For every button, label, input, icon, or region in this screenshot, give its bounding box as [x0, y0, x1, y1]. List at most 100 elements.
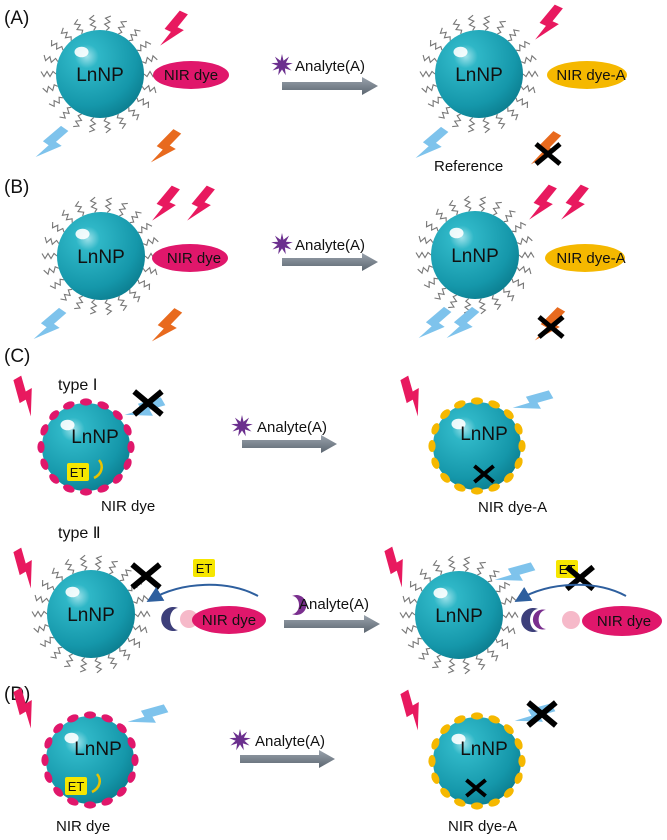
star-shape	[229, 729, 251, 751]
nanoparticle	[415, 195, 535, 315]
ligand-chain	[418, 647, 431, 660]
curved-arrow-icon	[514, 583, 627, 603]
bolt-shape	[187, 185, 215, 221]
dye-bead	[514, 738, 523, 750]
dye-bead	[84, 711, 96, 719]
ligand-chain	[64, 653, 74, 668]
ligand-chain	[60, 27, 72, 41]
ligand-chain	[447, 555, 456, 572]
analyte-star-icon	[231, 415, 253, 437]
nanoparticle	[428, 712, 526, 810]
panel-label-b: (B)	[4, 177, 29, 198]
highlight	[453, 46, 468, 58]
ligand-chain	[402, 595, 418, 605]
highlight	[60, 419, 75, 431]
ligand-chain	[128, 107, 140, 121]
ligand-chain	[137, 222, 153, 234]
dye-label: NIR dye	[597, 613, 651, 630]
panel-c-type-1: type Ⅰ LnNP ET NIR dye Analyte(A) LnNP N…	[13, 375, 554, 516]
particle-label: LnNP	[435, 606, 483, 627]
dye-bead	[431, 423, 440, 435]
ligand-chain	[74, 295, 84, 310]
dye-bead	[518, 440, 526, 452]
dye-bead	[440, 409, 451, 420]
ligand-chain	[104, 299, 113, 316]
dye-bead	[44, 737, 53, 749]
dye-bead	[53, 786, 64, 797]
ligand-chain	[438, 106, 451, 119]
dye-bead	[44, 771, 53, 783]
dye-bead	[127, 737, 136, 749]
ligand-chain	[482, 15, 491, 31]
dye-bead	[488, 400, 500, 409]
bolt-shape	[561, 184, 589, 220]
ligand-chain	[39, 636, 55, 648]
bolt-shape	[13, 375, 32, 417]
bound-analyte	[532, 609, 546, 630]
et-box	[193, 559, 215, 577]
ligand-chain	[427, 96, 443, 108]
ligand-chain	[507, 107, 519, 121]
ligand-chain	[43, 54, 59, 64]
dye-bead	[49, 473, 60, 484]
cross-mark-icon	[473, 464, 495, 484]
ligand-chain	[60, 288, 73, 301]
cross-shape	[130, 562, 162, 590]
lightning-bolt-icon	[127, 704, 169, 723]
dye-bead	[431, 772, 440, 784]
particle-label: LnNP	[74, 739, 122, 760]
bolt-shape	[400, 375, 419, 417]
ligand-chain	[43, 266, 60, 276]
ligand-chain	[415, 251, 432, 259]
dye-bead	[471, 802, 483, 810]
lightning-bolt-icon	[33, 307, 67, 339]
dye-bead	[67, 797, 79, 806]
ligand-chain	[31, 610, 48, 618]
dye-bead	[127, 771, 136, 783]
highlight	[74, 46, 89, 58]
curved-arrow-icon	[91, 773, 101, 794]
highlight	[433, 587, 448, 599]
bolt-shape	[535, 4, 563, 40]
ligand-chain	[518, 251, 535, 259]
particle-label: LnNP	[71, 427, 119, 448]
dye-bead	[67, 714, 79, 723]
dye-bead	[431, 738, 440, 750]
dye-bead	[131, 754, 139, 766]
dye-bead	[471, 712, 483, 720]
lightning-bolt-icon	[384, 546, 403, 588]
lightning-bolt-icon	[561, 184, 589, 220]
curved-arrow-icon	[146, 583, 259, 603]
dye-bead	[116, 723, 127, 734]
dye-bead	[440, 472, 451, 483]
ligand-chain	[103, 117, 112, 134]
dye-bead	[49, 410, 60, 421]
cross-mark-icon	[132, 389, 164, 417]
et-label: ET	[196, 561, 213, 576]
ligand-chain	[73, 18, 84, 35]
ligand-chain	[119, 647, 131, 661]
reaction-arrow	[282, 253, 378, 271]
ligand-chain	[452, 113, 462, 128]
lightning-bolt-icon	[418, 306, 452, 338]
dye-bead	[454, 798, 466, 807]
nanoparticle	[37, 398, 135, 496]
dye-bead	[488, 715, 500, 724]
lightning-bolt-icon	[530, 131, 562, 165]
ligand-chain	[422, 54, 438, 64]
star-shape	[231, 415, 253, 437]
ligand-chain	[407, 637, 423, 649]
et-label: ET	[68, 779, 85, 794]
ligand-chain	[79, 554, 88, 571]
ligand-chain	[491, 294, 502, 311]
ligand-chain	[478, 196, 487, 212]
star-shape	[271, 233, 293, 255]
bolt-shape	[400, 689, 419, 731]
cross-shape	[526, 700, 558, 728]
bolt-shape	[415, 126, 449, 158]
ligand-chain	[487, 648, 499, 662]
bolt-shape	[35, 125, 69, 157]
particle-label: LnNP	[77, 247, 125, 268]
panel-label-c: (C)	[4, 346, 30, 367]
